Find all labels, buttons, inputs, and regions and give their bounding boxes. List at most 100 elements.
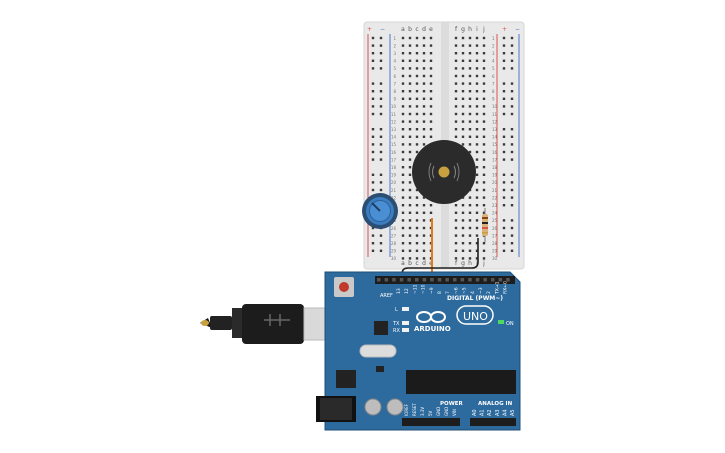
rail-hole[interactable] [379,150,383,154]
breadboard-hole[interactable] [429,44,433,47]
breadboard-hole[interactable] [401,128,405,131]
breadboard-hole[interactable] [461,135,465,138]
breadboard-hole[interactable] [482,36,486,40]
rail-hole[interactable] [371,188,375,192]
breadboard-hole[interactable] [408,173,412,176]
header-pin[interactable] [475,278,480,282]
rail-hole[interactable] [502,226,506,230]
breadboard-hole[interactable] [482,242,486,245]
breadboard-hole[interactable] [422,249,426,252]
breadboard-hole[interactable] [454,120,458,123]
breadboard-hole[interactable] [454,82,458,85]
breadboard-hole[interactable] [461,97,465,100]
breadboard-hole[interactable] [408,82,412,85]
breadboard-hole[interactable] [454,97,458,100]
breadboard-hole[interactable] [415,143,419,146]
breadboard-hole[interactable] [475,135,479,138]
breadboard-hole[interactable] [401,150,405,154]
rail-hole[interactable] [371,128,375,131]
rail-hole[interactable] [379,59,383,62]
breadboard-hole[interactable] [454,219,458,222]
breadboard-hole[interactable] [475,219,479,222]
breadboard-hole[interactable] [482,128,486,131]
breadboard-hole[interactable] [401,219,405,222]
rail-hole[interactable] [379,112,383,116]
breadboard-hole[interactable] [422,97,426,100]
rail-hole[interactable] [379,234,383,237]
rail-hole[interactable] [510,67,514,70]
breadboard-hole[interactable] [468,120,472,123]
breadboard-hole[interactable] [468,90,472,93]
breadboard-hole[interactable] [461,36,465,40]
rail-hole[interactable] [510,249,514,252]
resistor[interactable] [482,208,488,242]
rail-hole[interactable] [502,59,506,62]
breadboard-hole[interactable] [475,204,479,207]
breadboard-hole[interactable] [468,143,472,146]
rail-hole[interactable] [379,143,383,146]
breadboard-hole[interactable] [408,97,412,100]
breadboard-hole[interactable] [408,211,412,214]
breadboard-hole[interactable] [422,105,426,108]
rail-hole[interactable] [371,112,375,116]
breadboard-hole[interactable] [401,249,405,252]
rail-hole[interactable] [379,82,383,85]
breadboard-hole[interactable] [422,52,426,55]
rail-hole[interactable] [502,150,506,154]
breadboard-hole[interactable] [401,181,405,184]
breadboard-hole[interactable] [422,226,426,230]
digital-header[interactable] [375,276,515,284]
rail-hole[interactable] [510,59,514,62]
breadboard-hole[interactable] [401,52,405,55]
rail-hole[interactable] [502,97,506,100]
breadboard-hole[interactable] [408,196,412,199]
rail-hole[interactable] [510,242,514,245]
breadboard-hole[interactable] [475,173,479,176]
breadboard-hole[interactable] [401,158,405,161]
rail-hole[interactable] [502,112,506,116]
breadboard-hole[interactable] [461,44,465,47]
breadboard-hole[interactable] [468,52,472,55]
breadboard-hole[interactable] [468,150,472,154]
rail-hole[interactable] [371,105,375,108]
breadboard-hole[interactable] [454,105,458,108]
breadboard-hole[interactable] [401,120,405,123]
breadboard-hole[interactable] [429,67,433,70]
breadboard-hole[interactable] [461,59,465,62]
breadboard-hole[interactable] [454,226,458,230]
breadboard-hole[interactable] [415,120,419,123]
breadboard-hole[interactable] [482,112,486,116]
breadboard-hole[interactable] [415,128,419,131]
header-pin[interactable] [415,278,419,282]
breadboard-hole[interactable] [454,59,458,62]
rail-hole[interactable] [502,105,506,108]
rail-hole[interactable] [371,67,375,70]
breadboard-hole[interactable] [408,135,412,138]
analog-header[interactable] [470,418,516,426]
breadboard-hole[interactable] [415,74,419,78]
breadboard-hole[interactable] [482,74,486,78]
breadboard-hole[interactable] [475,211,479,214]
breadboard-hole[interactable] [475,181,479,184]
breadboard-hole[interactable] [422,219,426,222]
breadboard-hole[interactable] [468,44,472,47]
breadboard-hole[interactable] [401,234,405,237]
breadboard-hole[interactable] [429,112,433,116]
breadboard-hole[interactable] [429,90,433,93]
breadboard-hole[interactable] [482,257,486,260]
breadboard-hole[interactable] [422,211,426,214]
breadboard-hole[interactable] [408,128,412,131]
breadboard-hole[interactable] [461,242,465,245]
breadboard-hole[interactable] [475,257,479,260]
rail-hole[interactable] [502,234,506,237]
breadboard-hole[interactable] [461,120,465,123]
breadboard-hole[interactable] [454,204,458,207]
rail-hole[interactable] [371,150,375,154]
rail-hole[interactable] [502,249,506,252]
breadboard-hole[interactable] [408,219,412,222]
breadboard-hole[interactable] [475,74,479,78]
breadboard-hole[interactable] [482,181,486,184]
breadboard-hole[interactable] [454,90,458,93]
breadboard-hole[interactable] [482,52,486,55]
